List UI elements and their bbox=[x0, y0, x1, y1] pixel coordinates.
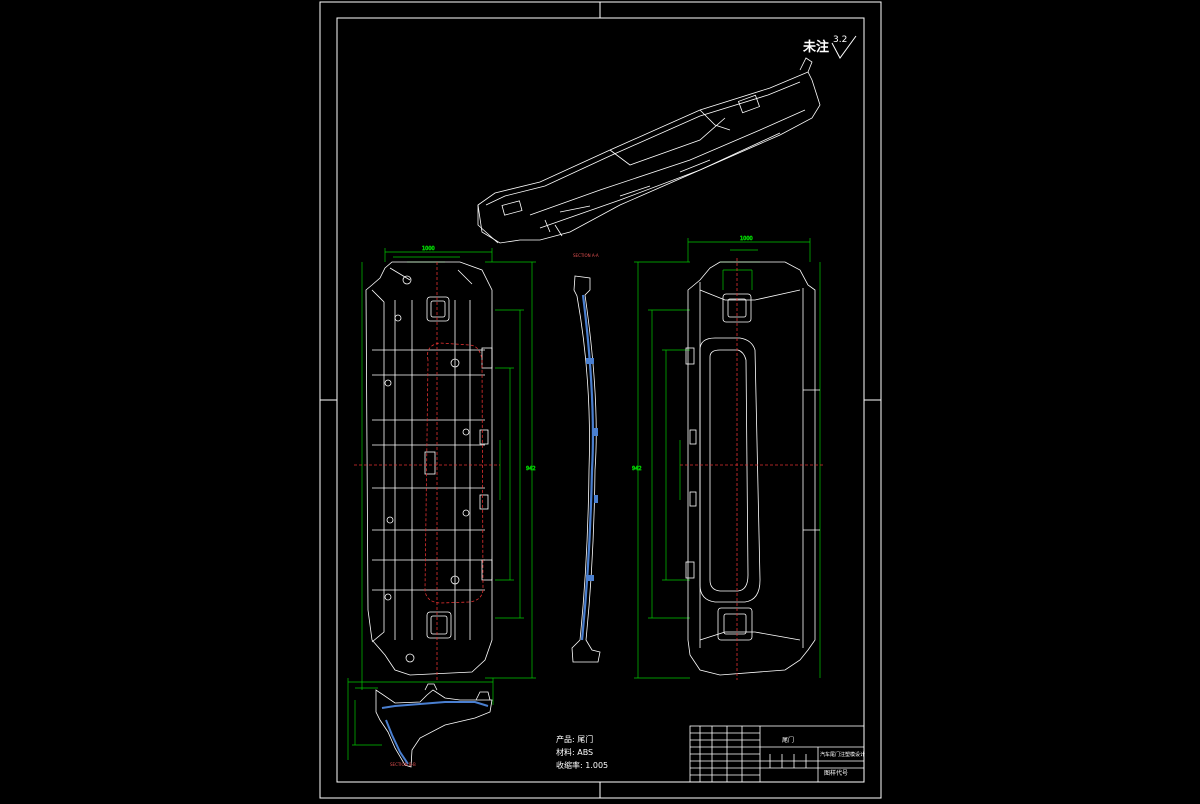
left-view-centerline bbox=[354, 262, 500, 680]
roughness-note-text: 未注 bbox=[802, 39, 829, 55]
sheet-frame bbox=[319, 1, 882, 799]
section-top-label: SECTION A-A bbox=[573, 253, 599, 258]
left-view-outline bbox=[365, 261, 493, 676]
right-view-outline bbox=[685, 261, 820, 676]
roughness-value-text: 3.2 bbox=[833, 35, 847, 45]
middle-section-view: SECTION A-A bbox=[571, 253, 601, 663]
section-bottom-label: SECTION B-B bbox=[390, 762, 416, 767]
title-block bbox=[689, 725, 865, 783]
svg-text:942: 942 bbox=[632, 466, 642, 472]
svg-text:1000: 1000 bbox=[740, 236, 753, 242]
title-block-company: 汽车尾门注塑模设计 bbox=[820, 752, 866, 758]
material-note: 材料: ABS bbox=[556, 748, 594, 757]
part-name-note: 产品: 尾门 bbox=[556, 735, 594, 744]
right-view-centerline bbox=[680, 258, 825, 680]
right-view-dimensions: 1000 942 bbox=[632, 236, 821, 679]
left-main-view: 1000 942 bbox=[354, 246, 536, 690]
title-block-name: 尾门 bbox=[782, 737, 795, 744]
bottom-section-dimensions bbox=[347, 678, 494, 760]
left-view-dimensions: 1000 942 bbox=[361, 246, 536, 690]
svg-text:942: 942 bbox=[526, 466, 536, 472]
section-fill-marks bbox=[586, 358, 598, 581]
title-block-drawing-no: 图样代号 bbox=[824, 770, 849, 777]
isometric-tailgate-view bbox=[477, 57, 821, 244]
roughness-symbol: 未注 3.2 bbox=[802, 35, 857, 59]
right-main-view: 1000 942 bbox=[632, 236, 825, 680]
svg-text:1000: 1000 bbox=[422, 246, 435, 252]
bottom-section-outline bbox=[375, 683, 493, 768]
bottom-section-view: SECTION B-B bbox=[347, 678, 494, 768]
shrinkage-note: 收缩率: 1.005 bbox=[556, 761, 609, 770]
